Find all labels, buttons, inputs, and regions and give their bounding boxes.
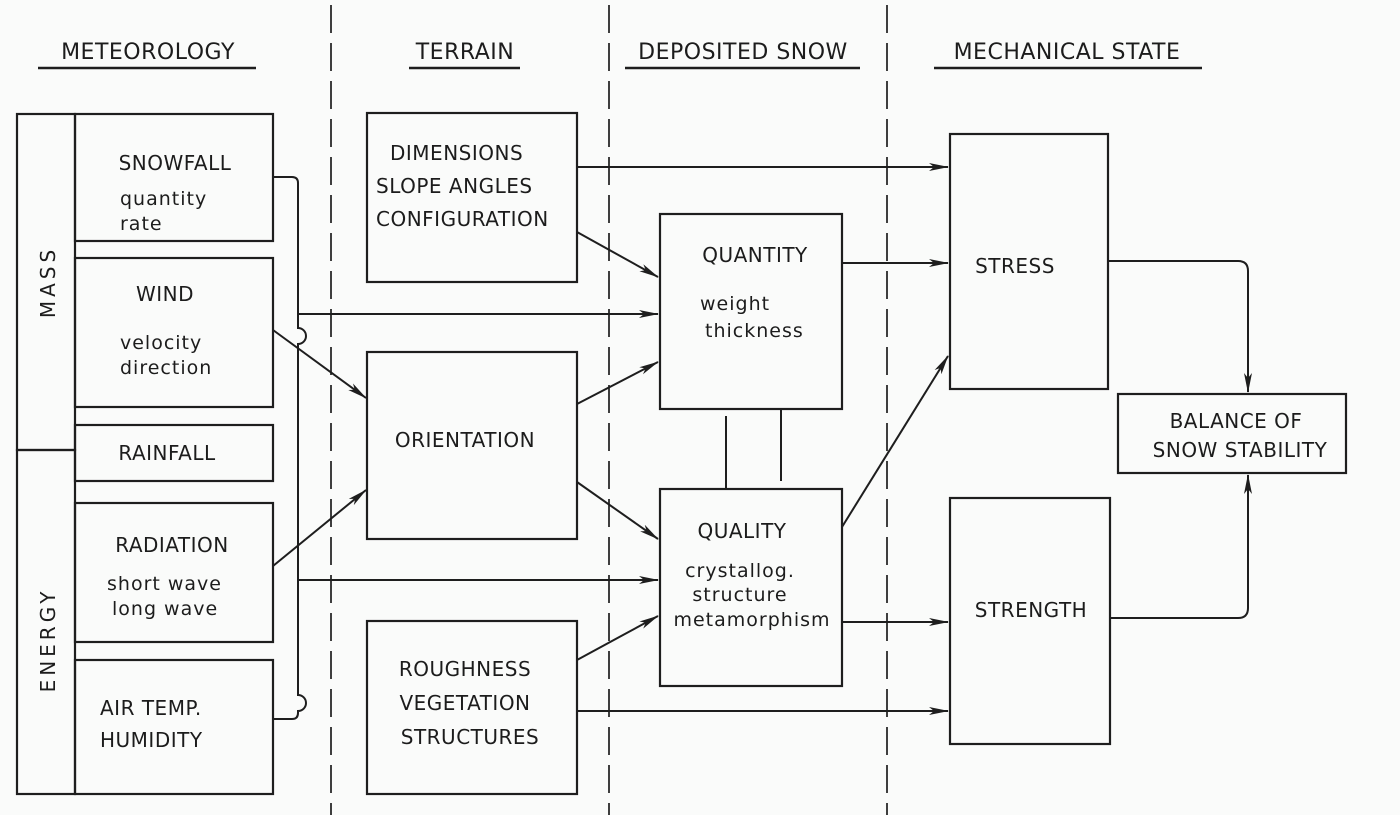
- svg-text:HUMIDITY: HUMIDITY: [100, 728, 203, 752]
- svg-text:rate: rate: [120, 213, 163, 235]
- arrow-radiation-to-orientation: [272, 489, 367, 567]
- svg-text:direction: direction: [120, 357, 212, 379]
- meteorology-bus: [273, 176, 307, 720]
- column-header-deposited-snow: DEPOSITED SNOW: [625, 40, 860, 70]
- svg-text:WIND: WIND: [136, 282, 194, 306]
- snowfall-box: SNOWFALL quantity rate: [73, 112, 275, 243]
- svg-text:MASS: MASS: [36, 246, 60, 318]
- column-header-terrain: TERRAIN: [409, 40, 520, 70]
- svg-text:STRESS: STRESS: [975, 254, 1055, 278]
- arrow-roughness-to-quality: [576, 615, 659, 661]
- svg-text:ENERGY: ENERGY: [36, 588, 60, 693]
- arrow-quality-to-stress: [841, 355, 949, 528]
- arrow-dimensions-to-quantity: [576, 231, 659, 278]
- roughness-box: ROUGHNESS VEGETATION STRUCTURES: [365, 619, 579, 796]
- strength-box: STRENGTH: [948, 496, 1112, 746]
- arrow-strength-to-balance: [1110, 474, 1252, 619]
- svg-text:short wave: short wave: [107, 573, 222, 595]
- svg-text:QUANTITY: QUANTITY: [702, 243, 808, 267]
- dimensions-box: DIMENSIONS SLOPE ANGLES CONFIGURATION: [365, 111, 579, 284]
- svg-text:long wave: long wave: [112, 598, 218, 620]
- svg-text:ORIENTATION: ORIENTATION: [395, 428, 535, 452]
- rainfall-box: RAINFALL: [73, 423, 275, 483]
- arrow-orientation-to-quantity: [576, 361, 659, 405]
- svg-text:crystallog.: crystallog.: [685, 560, 795, 582]
- svg-text:BALANCE OF: BALANCE OF: [1170, 409, 1303, 433]
- svg-text:weight: weight: [700, 293, 770, 315]
- svg-text:structure: structure: [692, 584, 787, 606]
- svg-text:METEOROLOGY: METEOROLOGY: [61, 40, 235, 65]
- wind-box: WIND velocity direction: [73, 256, 275, 409]
- svg-text:CONFIGURATION: CONFIGURATION: [376, 207, 549, 231]
- svg-text:SNOW STABILITY: SNOW STABILITY: [1153, 438, 1328, 462]
- stress-box: STRESS: [948, 132, 1110, 391]
- mass-group-label: MASS: [15, 112, 77, 452]
- svg-text:QUALITY: QUALITY: [697, 519, 786, 543]
- svg-text:thickness: thickness: [705, 320, 804, 342]
- svg-text:SLOPE ANGLES: SLOPE ANGLES: [376, 174, 533, 198]
- radiation-box: RADIATION short wave long wave: [73, 501, 275, 644]
- quality-box: QUALITY crystallog. structure metamorphi…: [658, 487, 844, 688]
- svg-text:RAINFALL: RAINFALL: [118, 441, 216, 465]
- arrow-stress-to-balance: [1108, 260, 1252, 393]
- balance-box: BALANCE OF SNOW STABILITY: [1116, 392, 1348, 475]
- arrow-orientation-to-quality: [576, 481, 659, 540]
- arrow-wind-to-orientation: [272, 329, 367, 399]
- svg-text:STRENGTH: STRENGTH: [975, 598, 1087, 622]
- svg-text:quantity: quantity: [120, 188, 207, 210]
- svg-text:VEGETATION: VEGETATION: [399, 691, 530, 715]
- column-header-mechanical-state: MECHANICAL STATE: [934, 40, 1202, 70]
- orientation-box: ORIENTATION: [365, 350, 579, 541]
- svg-text:velocity: velocity: [120, 332, 202, 354]
- air-temp-humidity-box: AIR TEMP. HUMIDITY: [73, 658, 275, 796]
- svg-text:TERRAIN: TERRAIN: [415, 40, 515, 65]
- svg-text:RADIATION: RADIATION: [115, 533, 229, 557]
- connection-arrows: [272, 163, 1252, 715]
- column-header-meteorology: METEOROLOGY: [38, 40, 256, 70]
- svg-text:SNOWFALL: SNOWFALL: [119, 151, 232, 175]
- quantity-box: QUANTITY weight thickness: [658, 212, 844, 411]
- svg-text:AIR TEMP.: AIR TEMP.: [100, 696, 202, 720]
- svg-text:MECHANICAL STATE: MECHANICAL STATE: [954, 40, 1181, 65]
- svg-text:DIMENSIONS: DIMENSIONS: [390, 141, 523, 165]
- energy-group-label: ENERGY: [15, 448, 77, 796]
- svg-text:ROUGHNESS: ROUGHNESS: [399, 657, 531, 681]
- svg-text:DEPOSITED SNOW: DEPOSITED SNOW: [638, 40, 848, 65]
- svg-text:STRUCTURES: STRUCTURES: [401, 725, 540, 749]
- svg-text:metamorphism: metamorphism: [673, 609, 830, 631]
